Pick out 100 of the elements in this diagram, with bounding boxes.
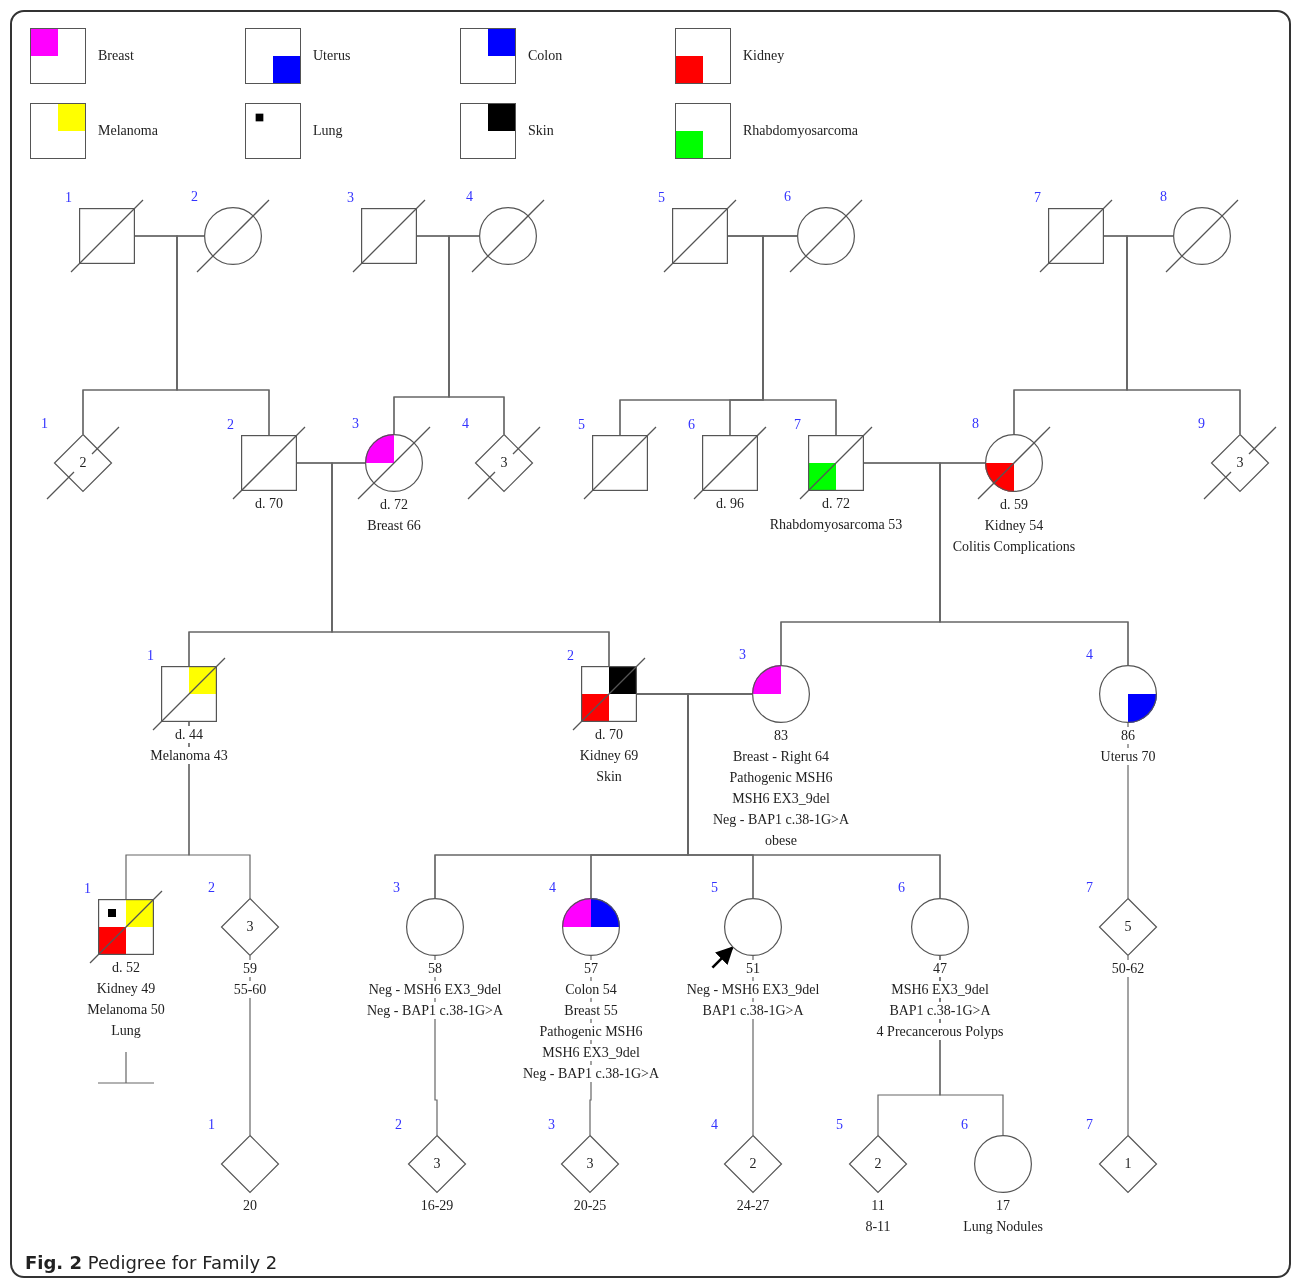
person-annotation: 50-62: [1109, 960, 1147, 977]
person-annotation: 55-60: [231, 981, 269, 998]
female-symbol: [1099, 665, 1157, 723]
sibship-count: 2: [79, 455, 87, 471]
pedigree-line: [687, 693, 941, 899]
sibship-count: 2: [874, 1156, 882, 1172]
individual-number: 2: [191, 189, 198, 205]
person-annotation: 86: [1119, 727, 1137, 744]
female-symbol: [365, 434, 423, 492]
female-symbol: [752, 665, 810, 723]
person-annotation: Neg - BAP1 c.38-1G>A: [520, 1065, 662, 1082]
unknown-sex-symbol: [221, 898, 279, 956]
person-annotation: Pathogenic MSH6: [537, 1023, 645, 1040]
person-annotation: Breast - Right 64: [731, 748, 831, 765]
individual-number: 2: [395, 1117, 402, 1133]
female-symbol: [797, 207, 855, 265]
legend-label: Breast: [98, 47, 134, 64]
legend-label: Uterus: [313, 47, 351, 64]
individual-number: 4: [549, 880, 556, 896]
individual-number: 2: [567, 648, 574, 664]
individual-number: 6: [898, 880, 905, 896]
individual-number: 5: [836, 1117, 843, 1133]
individual-number: 3: [739, 647, 746, 663]
legend-label: Melanoma: [98, 122, 158, 139]
person-annotation: Kidney 49: [94, 980, 158, 997]
individual-number: 5: [658, 190, 665, 206]
female-symbol: [1173, 207, 1231, 265]
individual-number: 1: [65, 190, 72, 206]
unknown-sex-symbol: [1211, 434, 1269, 492]
pedigree-line: [1127, 955, 1129, 1136]
sibship-count: 3: [433, 1156, 441, 1172]
individual-number: 2: [208, 880, 215, 896]
person-annotation: Kidney 54: [982, 517, 1046, 534]
unknown-sex-symbol: [408, 1135, 466, 1193]
legend-label: Kidney: [743, 47, 785, 64]
person-annotation: MSH6 EX3_9del: [889, 981, 991, 998]
person-annotation: d. 44: [173, 726, 205, 743]
male-symbol: [98, 899, 154, 955]
female-symbol: [985, 434, 1043, 492]
male-symbol: [702, 435, 758, 491]
unknown-sex-symbol: [561, 1135, 619, 1193]
individual-number: 1: [84, 881, 91, 897]
person-annotation: Neg - MSH6 EX3_9del: [684, 981, 822, 998]
legend-label: Rhabdomyosarcoma: [743, 122, 859, 139]
individual-number: 6: [784, 189, 791, 205]
sibship-count: 3: [586, 1156, 594, 1172]
male-symbol: [808, 435, 864, 491]
person-annotation: 51: [744, 960, 762, 977]
female-symbol: [911, 898, 969, 956]
sibship-count: 5: [1124, 919, 1132, 935]
pedigree-line: [176, 235, 270, 436]
individual-number: 1: [41, 416, 48, 432]
individual-number: 3: [548, 1117, 555, 1133]
person-annotation: Breast 55: [562, 1002, 620, 1019]
individual-number: 1: [147, 648, 154, 664]
male-symbol: [361, 208, 417, 264]
male-symbol: [581, 666, 637, 722]
individual-number: 4: [1086, 647, 1093, 663]
proband-arrow: [711, 946, 734, 969]
figure-caption: Fig. 2 Pedigree for Family 2: [25, 1252, 278, 1273]
male-symbol: [672, 208, 728, 264]
individual-number: 2: [227, 417, 234, 433]
unknown-sex-symbol: [1099, 1135, 1157, 1193]
pedigree-line: [762, 235, 837, 436]
person-annotation: 57: [582, 960, 600, 977]
individual-number: 7: [1086, 880, 1093, 896]
female-symbol: [479, 207, 537, 265]
sibship-count: 2: [749, 1156, 757, 1172]
sibship-count: 3: [246, 919, 254, 935]
person-annotation: Colitis Complications: [950, 538, 1078, 555]
individual-number: 3: [347, 190, 354, 206]
individual-number: 4: [711, 1117, 718, 1133]
individual-number: 9: [1198, 416, 1205, 432]
person-annotation: Neg - BAP1 c.38-1G>A: [364, 1002, 506, 1019]
sibship-count: 1: [1124, 1156, 1132, 1172]
person-annotation: Lung: [109, 1022, 143, 1039]
unknown-sex-symbol: [54, 434, 112, 492]
person-annotation: BAP1 c.38-1G>A: [887, 1002, 993, 1019]
person-annotation: Neg - MSH6 EX3_9del: [366, 981, 504, 998]
person-annotation: 59: [241, 960, 259, 977]
individual-number: 6: [688, 417, 695, 433]
unknown-sex-symbol: [724, 1135, 782, 1193]
person-annotation: Uterus 70: [1098, 748, 1158, 765]
pedigree-line: [249, 955, 251, 1136]
person-annotation: Melanoma 43: [148, 747, 230, 764]
sibship-count: 3: [500, 455, 508, 471]
unknown-sex-symbol: [221, 1135, 279, 1193]
female-symbol: [562, 898, 620, 956]
person-annotation: Kidney 69: [577, 747, 641, 764]
individual-number: 1: [208, 1117, 215, 1133]
individual-number: 7: [1034, 190, 1041, 206]
person-annotation: MSH6 EX3_9del: [540, 1044, 642, 1061]
person-annotation: 47: [931, 960, 949, 977]
female-symbol: [204, 207, 262, 265]
female-symbol: [974, 1135, 1032, 1193]
individual-number: 5: [578, 417, 585, 433]
individual-number: 4: [462, 416, 469, 432]
person-annotation: Colon 54: [563, 981, 619, 998]
pedigree-line: [448, 235, 505, 435]
person-annotation: Neg - BAP1 c.38-1G>A: [710, 811, 852, 828]
